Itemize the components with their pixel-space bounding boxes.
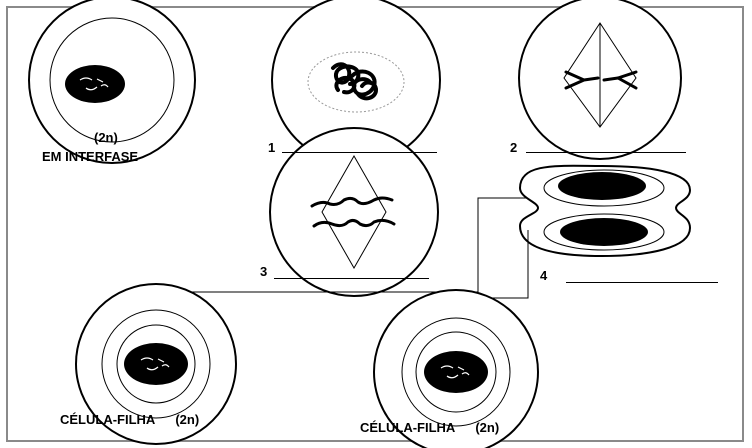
- daughter-2-caption-text: CÉLULA-FILHA: [360, 420, 455, 435]
- daughter-1-caption: CÉLULA-FILHA (2n): [60, 412, 199, 427]
- daughter-nucleus-bottom: [560, 218, 648, 246]
- interphase-caption: EM INTERFASE: [42, 149, 138, 164]
- stage-4-cell: [520, 166, 690, 256]
- stage-3-number: 3: [260, 264, 267, 279]
- interphase-ploidy: (2n): [94, 130, 118, 145]
- daughter-2-ploidy: (2n): [475, 420, 499, 435]
- daughter-2-caption: CÉLULA-FILHA (2n): [360, 420, 499, 435]
- daughter-1-caption-text: CÉLULA-FILHA: [60, 412, 155, 427]
- stage-3-cell: [270, 128, 438, 296]
- stage-1-answer-line: [282, 152, 437, 153]
- stage-3-answer-line: [274, 278, 429, 279]
- nucleus: [65, 65, 125, 103]
- stage-2-cell: [519, 0, 681, 159]
- stage-1-number: 1: [268, 140, 275, 155]
- stage-4-number: 4: [540, 268, 547, 283]
- daughter-1-ploidy: (2n): [175, 412, 199, 427]
- stage-4-answer-line: [566, 282, 718, 283]
- daughter-nucleus-top: [558, 172, 646, 200]
- stage-2-number: 2: [510, 140, 517, 155]
- stage-2-answer-line: [526, 152, 686, 153]
